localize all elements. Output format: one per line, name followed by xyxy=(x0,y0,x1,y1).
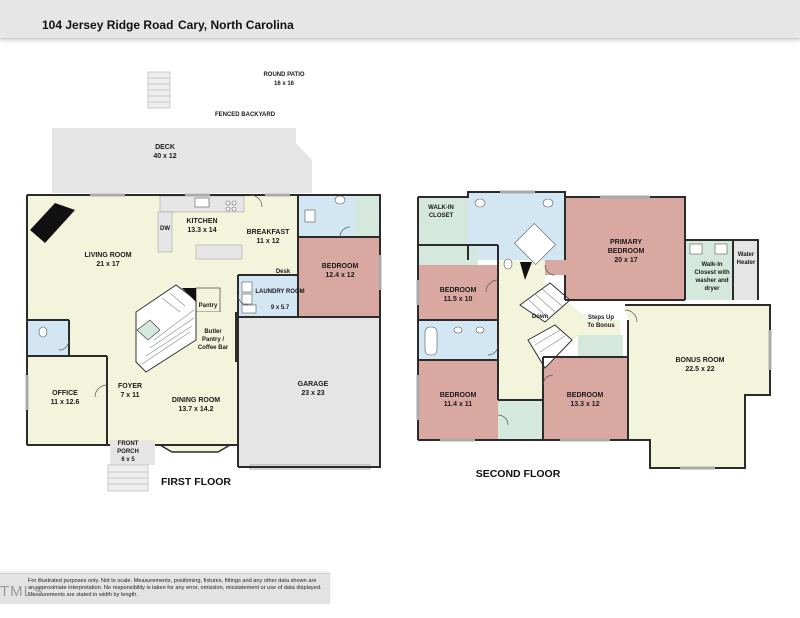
deck-label: DECK xyxy=(155,144,175,151)
butler-line2: Pantry / xyxy=(202,337,224,343)
breakfast-size: 11 x 12 xyxy=(257,238,280,245)
bedroom-1f-size: 12.4 x 12 xyxy=(325,272,354,279)
patio-size: 16 x 16 xyxy=(274,81,295,87)
kitchen-side-counter xyxy=(157,211,173,253)
primary-line1: PRIMARY xyxy=(610,239,642,246)
patio-label: ROUND PATIO xyxy=(263,72,304,78)
dishwasher-label: DW xyxy=(160,226,170,232)
pantry-label: Pantry xyxy=(199,303,218,309)
kitchen-label: KITCHEN xyxy=(186,218,217,225)
stairs-down-label: Down xyxy=(532,314,549,320)
butler-line1: Butler xyxy=(204,329,222,335)
disclaimer-bar: For illustrated purposes only. Not to sc… xyxy=(0,573,330,604)
heater-line1: Water xyxy=(738,252,755,258)
walkin-line2: CLOSET xyxy=(429,213,454,219)
disclaimer-text: For illustrated purposes only. Not to sc… xyxy=(28,578,322,598)
bedroom-2f-b-closet xyxy=(498,400,543,440)
front-porch xyxy=(110,440,155,465)
breakfast-area xyxy=(240,195,298,285)
bedroom-2f-b-label: BEDROOM xyxy=(440,392,477,399)
second-floor-walls xyxy=(417,191,771,469)
bedroom-2f-b xyxy=(418,360,498,440)
porch-size: 6 x 5 xyxy=(121,457,135,463)
laundry-label: LAUNDRY ROOM xyxy=(255,289,304,295)
bedroom-2f-c xyxy=(543,357,628,440)
fireplace xyxy=(30,203,75,243)
foyer-size: 7 x 11 xyxy=(120,392,139,399)
kitchen-island xyxy=(195,244,243,260)
watermark-text: TMLS xyxy=(0,583,45,600)
bedroom-2f-a-closet xyxy=(418,245,478,265)
dining-bay-window xyxy=(157,444,233,453)
garage-size: 23 x 23 xyxy=(301,390,324,397)
porch-steps xyxy=(107,464,149,492)
first-floor-fixtures xyxy=(38,195,346,338)
office-size: 11 x 12.6 xyxy=(51,399,80,406)
powder-room xyxy=(27,320,69,356)
garage xyxy=(238,317,380,467)
butler-pantry xyxy=(196,312,236,362)
dining-room-size: 13.7 x 14.2 xyxy=(178,406,213,413)
steps-line2: To Bonus xyxy=(587,323,615,329)
closet-line3: washer and xyxy=(694,278,728,284)
second-floor-windows xyxy=(416,190,772,470)
bedroom-1f-label: BEDROOM xyxy=(322,263,359,270)
bonus-room xyxy=(625,305,770,468)
city-text: Cary, North Carolina xyxy=(178,18,294,32)
deck xyxy=(52,128,312,193)
office xyxy=(27,356,107,445)
desk-label: Desk xyxy=(276,269,291,275)
bedroom-2f-c-size: 13.3 x 12 xyxy=(570,401,599,408)
primary-line2: BEDROOM xyxy=(608,248,645,255)
porch-line2: PORCH xyxy=(117,449,139,455)
bedroom-2f-c-label: BEDROOM xyxy=(567,392,604,399)
office-label: OFFICE xyxy=(52,390,78,397)
bedroom-2f-a xyxy=(418,265,498,320)
living-room-size: 21 x 17 xyxy=(96,261,119,268)
second-floor-plan: WALK-IN CLOSET PRIMARY BEDROOM 20 x 17 W… xyxy=(416,190,772,480)
closet-line4: dryer xyxy=(704,286,720,292)
second-floor-title: SECOND FLOOR xyxy=(476,468,561,480)
butler-line3: Coffee Bar xyxy=(198,345,229,351)
steps-line1: Steps Up xyxy=(588,315,614,321)
dining-room-label: DINING ROOM xyxy=(172,397,220,404)
living-room-label: LIVING ROOM xyxy=(84,252,131,259)
bonus-room-size: 22.5 x 22 xyxy=(685,366,714,373)
backyard-label: FENCED BACKYARD xyxy=(215,112,276,118)
garage-label: GARAGE xyxy=(298,381,329,388)
porch-line1: FRONT xyxy=(118,441,139,447)
first-floor-title: FIRST FLOOR xyxy=(161,476,231,488)
header-bar: 104 Jersey Ridge Road Cary, North Caroli… xyxy=(0,0,800,39)
closet-line2: Closest with xyxy=(694,270,730,276)
first-floor-plan: ROUND PATIO 16 x 16 FENCED BACKYARD DECK… xyxy=(25,71,382,492)
patio-steps xyxy=(147,71,171,109)
laundry-size: 9 x 5.7 xyxy=(271,305,290,311)
first-floor-windows xyxy=(25,193,382,410)
deck-size: 40 x 12 xyxy=(153,153,176,160)
bedroom-1f xyxy=(298,237,380,317)
walkin-line1: WALK-IN xyxy=(428,205,454,211)
second-floor-fixtures xyxy=(424,198,728,356)
primary-size: 20 x 17 xyxy=(614,257,637,264)
bedroom-2f-c-closet xyxy=(578,335,623,357)
kitchen-size: 13.3 x 14 xyxy=(187,227,216,234)
address-text: 104 Jersey Ridge Road xyxy=(42,18,174,32)
bedroom-2f-b-size: 11.4 x 11 xyxy=(444,401,473,408)
foyer-label: FOYER xyxy=(118,383,142,390)
water-heater xyxy=(733,240,758,300)
breakfast-label: BREAKFAST xyxy=(247,229,291,236)
bedroom-2f-a-label: BEDROOM xyxy=(440,287,477,294)
bonus-room-label: BONUS ROOM xyxy=(676,357,725,364)
staircase-2f xyxy=(519,262,573,369)
walkin-closet xyxy=(418,197,468,245)
heater-line2: Heater xyxy=(737,260,756,266)
bedroom-1f-closet xyxy=(355,195,380,237)
first-floor-doors xyxy=(58,194,351,398)
bedroom-2f-a-size: 11.5 x 10 xyxy=(444,296,473,303)
primary-bedroom xyxy=(545,197,685,300)
second-floor-doors xyxy=(485,264,638,426)
closet-line1: Walk-In xyxy=(701,262,722,268)
staircase-1f xyxy=(135,284,197,373)
